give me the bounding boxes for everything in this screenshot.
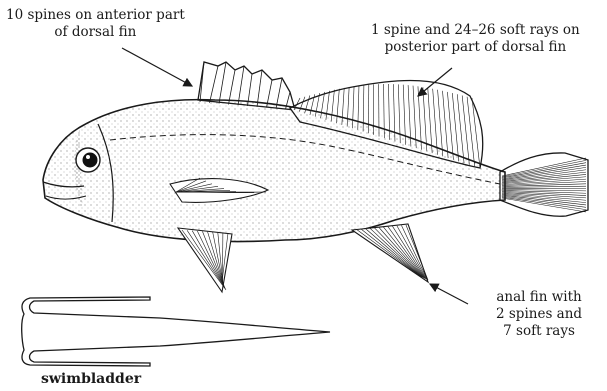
swimbladder-drawing	[22, 297, 330, 366]
arrow-to-anal-fin	[430, 284, 468, 304]
anal-fin	[352, 224, 428, 282]
dorsal-spines-label-line-2: of dorsal fin	[6, 24, 185, 41]
dorsal-spines-label-line-1: 10 spines on anterior part	[6, 7, 185, 24]
anal-fin-label-line-2: 2 spines and	[496, 306, 582, 323]
arrow-to-dorsal-spines	[122, 48, 192, 86]
anal-fin-label-line-3: 7 soft rays	[496, 323, 582, 340]
dorsal-rays-label: 1 spine and 24–26 soft rays on posterior…	[371, 22, 580, 56]
dorsal-rays-label-line-1: 1 spine and 24–26 soft rays on	[371, 22, 580, 39]
fish-eye	[76, 148, 100, 172]
dorsal-spines-label: 10 spines on anterior part of dorsal fin	[6, 7, 185, 41]
swimbladder-label: swimbladder	[41, 371, 141, 388]
caudal-fin	[500, 153, 588, 216]
anal-fin-label: anal fin with 2 spines and 7 soft rays	[496, 289, 582, 340]
anal-fin-label-line-1: anal fin with	[496, 289, 582, 306]
pelvic-fin	[178, 228, 232, 292]
dorsal-rays-label-line-2: posterior part of dorsal fin	[371, 39, 580, 56]
